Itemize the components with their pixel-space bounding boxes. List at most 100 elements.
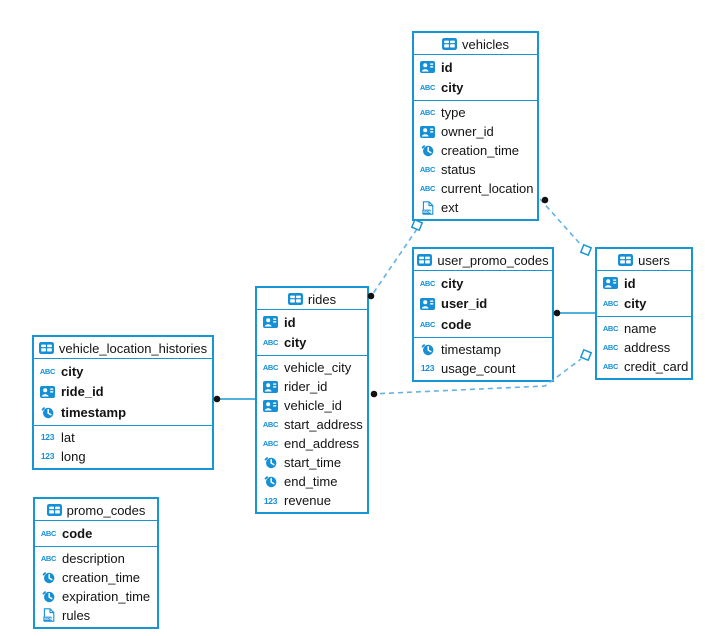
column-row[interactable]: id — [597, 273, 691, 294]
column-name: city — [61, 363, 84, 379]
table-name: vehicle_location_histories — [58, 340, 208, 356]
column-row[interactable]: end_time — [257, 472, 367, 491]
column-row[interactable]: creation_time — [414, 141, 537, 160]
column-name: credit_card — [624, 359, 689, 374]
column-name: id — [441, 59, 453, 75]
column-row[interactable]: ride_id — [34, 382, 212, 403]
table-icon — [417, 254, 433, 266]
text-icon: ABC — [262, 439, 279, 448]
column-name: revenue — [284, 493, 331, 508]
column-name: code — [441, 316, 472, 332]
column-row[interactable]: expiration_time — [35, 587, 157, 606]
connector-dot — [370, 390, 378, 398]
table-header[interactable]: promo_codes — [35, 499, 157, 521]
column-name: timestamp — [61, 404, 127, 420]
column-row[interactable]: rider_id — [257, 377, 367, 396]
column-name: description — [62, 550, 125, 566]
table-header[interactable]: rides — [257, 288, 367, 310]
column-name: long — [61, 448, 86, 464]
column-row[interactable]: JSON ext — [414, 198, 537, 217]
column-row[interactable]: creation_time — [35, 568, 157, 587]
column-row[interactable]: owner_id — [414, 122, 537, 141]
column-name: end_time — [284, 474, 338, 489]
connector-dot — [553, 309, 561, 317]
column-row[interactable]: id — [414, 57, 537, 78]
column-name: owner_id — [441, 124, 494, 139]
text-icon: ABC — [602, 362, 619, 371]
number-icon: 123 — [263, 495, 278, 506]
column-row[interactable]: id — [257, 312, 367, 333]
column-name: timestamp — [441, 341, 501, 357]
column-row[interactable]: vehicle_id — [257, 396, 367, 415]
column-name: ext — [441, 200, 459, 215]
column-row[interactable]: timestamp — [34, 402, 212, 423]
column-name: end_address — [284, 436, 360, 451]
datetime-icon — [40, 590, 57, 603]
column-name: vehicle_id — [284, 398, 342, 413]
text-icon: ABC — [40, 528, 57, 538]
table-name: user_promo_codes — [437, 252, 549, 268]
text-icon: ABC — [602, 299, 619, 309]
table-header[interactable]: users — [597, 249, 691, 271]
table-name: vehicles — [462, 36, 509, 52]
text-icon: ABC — [262, 363, 279, 372]
table-icon — [287, 293, 303, 305]
datetime-icon — [262, 475, 279, 488]
id-icon — [39, 385, 56, 398]
table-header[interactable]: vehicles — [414, 33, 537, 55]
text-icon: ABC — [602, 324, 619, 333]
text-icon: ABC — [602, 343, 619, 352]
column-row[interactable]: 123 revenue — [257, 491, 367, 510]
connector-dot — [213, 395, 221, 403]
table-header[interactable]: user_promo_codes — [414, 249, 552, 271]
text-icon: ABC — [419, 278, 436, 288]
column-row[interactable]: timestamp — [414, 340, 552, 359]
datetime-icon — [39, 406, 56, 419]
json-icon: JSON — [419, 200, 436, 215]
datetime-icon — [419, 343, 436, 356]
column-name: start_time — [284, 455, 342, 470]
id-icon — [419, 61, 436, 74]
column-row[interactable]: start_time — [257, 453, 367, 472]
table-icon — [46, 504, 62, 516]
relation-vehicles-users — [539, 198, 583, 247]
column-row[interactable]: ABC end_address — [257, 434, 367, 453]
datetime-icon — [40, 571, 57, 584]
table-name: rides — [307, 291, 337, 307]
column-row[interactable]: user_id — [414, 294, 552, 315]
text-icon: ABC — [419, 108, 436, 117]
column-name: ride_id — [61, 384, 104, 400]
table-header[interactable]: vehicle_location_histories — [34, 337, 212, 359]
id-icon — [262, 399, 279, 412]
column-row[interactable]: ABC credit_card — [597, 357, 691, 376]
relation-diamond — [579, 348, 593, 362]
